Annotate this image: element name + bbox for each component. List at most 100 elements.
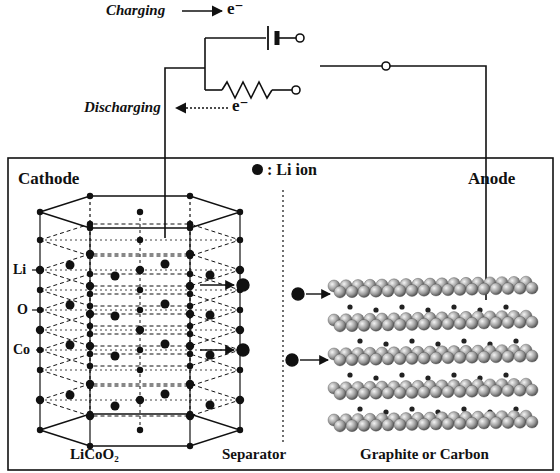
carbon-atom bbox=[382, 319, 394, 331]
intercalated-li bbox=[461, 406, 466, 411]
intercalated-li bbox=[357, 338, 362, 343]
carbon-atom bbox=[490, 317, 502, 329]
carbon-atom bbox=[466, 385, 478, 397]
li-ion bbox=[111, 402, 120, 411]
carbon-atom bbox=[430, 284, 442, 296]
intercalated-li bbox=[425, 375, 430, 380]
carbon-atom bbox=[418, 386, 430, 398]
legend-swatch bbox=[252, 164, 263, 175]
carbon-atom bbox=[358, 285, 370, 297]
carbon-atom bbox=[358, 319, 370, 331]
intercalated-li bbox=[373, 307, 378, 312]
atom bbox=[87, 351, 93, 357]
ion-arrow bbox=[300, 359, 328, 360]
carbon-atom bbox=[370, 387, 382, 399]
atom bbox=[137, 427, 143, 433]
material-label: Graphite or Carbon bbox=[360, 446, 489, 463]
crystal-plane bbox=[40, 384, 240, 416]
li-ion bbox=[161, 300, 170, 309]
circuit-wires bbox=[165, 11, 486, 300]
carbon-atom bbox=[490, 385, 502, 397]
carbon-atom bbox=[502, 385, 514, 397]
carbon-atom bbox=[430, 386, 442, 398]
load-wire bbox=[272, 89, 292, 91]
carbon-atom bbox=[370, 285, 382, 297]
intercalated-li bbox=[383, 341, 388, 346]
carbon-atom bbox=[334, 354, 346, 366]
charger-wire bbox=[205, 37, 266, 39]
li-ion bbox=[111, 312, 120, 321]
atom bbox=[186, 412, 194, 420]
carbon-atom bbox=[406, 284, 418, 296]
atom bbox=[187, 221, 193, 227]
atom bbox=[36, 396, 44, 404]
atom bbox=[186, 380, 194, 388]
carbon-atom bbox=[430, 418, 442, 430]
li-ion bbox=[66, 301, 75, 310]
atom bbox=[37, 367, 43, 373]
discharging-arrow bbox=[176, 107, 228, 109]
terminal bbox=[296, 34, 304, 42]
carbon-atom bbox=[514, 416, 526, 428]
carbon-atom bbox=[394, 387, 406, 399]
atom bbox=[237, 427, 243, 433]
charger-wire bbox=[279, 37, 296, 39]
part-label: Separator bbox=[222, 446, 286, 463]
carbon-atom bbox=[334, 420, 346, 432]
atom bbox=[86, 380, 94, 388]
carbon-atom bbox=[406, 418, 418, 430]
atom bbox=[187, 411, 193, 417]
carbon-atom bbox=[478, 283, 490, 295]
carbon-atom bbox=[526, 416, 538, 428]
intercalated-li bbox=[347, 372, 352, 377]
atom bbox=[87, 303, 93, 309]
carbon-atom bbox=[358, 353, 370, 365]
cell-housing bbox=[8, 158, 553, 470]
carbon-atom bbox=[382, 419, 394, 431]
carbon-atom bbox=[346, 388, 358, 400]
intercalated-li bbox=[399, 304, 404, 309]
carbon-atom bbox=[526, 384, 538, 396]
legend-entry: : Li ion bbox=[252, 161, 317, 179]
li-ion bbox=[206, 401, 215, 410]
atom bbox=[37, 237, 43, 243]
atom bbox=[187, 363, 193, 369]
carbon-atom bbox=[394, 353, 406, 365]
atom bbox=[87, 363, 93, 369]
carbon-atom bbox=[514, 350, 526, 362]
atom bbox=[137, 367, 143, 373]
mode-label: Discharging bbox=[84, 99, 161, 116]
carbon-atom bbox=[370, 353, 382, 365]
carbon-atom bbox=[490, 283, 502, 295]
atom bbox=[236, 396, 244, 404]
li-ion bbox=[161, 340, 170, 349]
li-ion bbox=[66, 391, 75, 400]
atom bbox=[137, 307, 143, 313]
carbon-atom bbox=[478, 351, 490, 363]
carbon-atom bbox=[418, 352, 430, 364]
atom bbox=[86, 250, 94, 258]
atom bbox=[237, 307, 243, 313]
carbon-atom bbox=[370, 419, 382, 431]
atom bbox=[137, 209, 143, 215]
intercalated-li bbox=[435, 341, 440, 346]
li-ion bbox=[161, 260, 170, 269]
carbon-atom bbox=[418, 318, 430, 330]
carbon-atom bbox=[502, 283, 514, 295]
intercalated-li bbox=[461, 338, 466, 343]
intercalated-li bbox=[409, 406, 414, 411]
atom bbox=[187, 351, 193, 357]
atom bbox=[86, 342, 94, 350]
leader-line bbox=[36, 349, 44, 350]
crystal-plane bbox=[40, 196, 240, 228]
carbon-atom bbox=[454, 283, 466, 295]
intercalated-li bbox=[513, 338, 518, 343]
atom bbox=[186, 282, 194, 290]
mode-label: Charging bbox=[106, 2, 165, 19]
atom bbox=[187, 443, 193, 449]
intercalated-li bbox=[425, 307, 430, 312]
charging-arrow bbox=[182, 10, 222, 12]
carbon-atom bbox=[478, 385, 490, 397]
carbon-atom bbox=[514, 316, 526, 328]
